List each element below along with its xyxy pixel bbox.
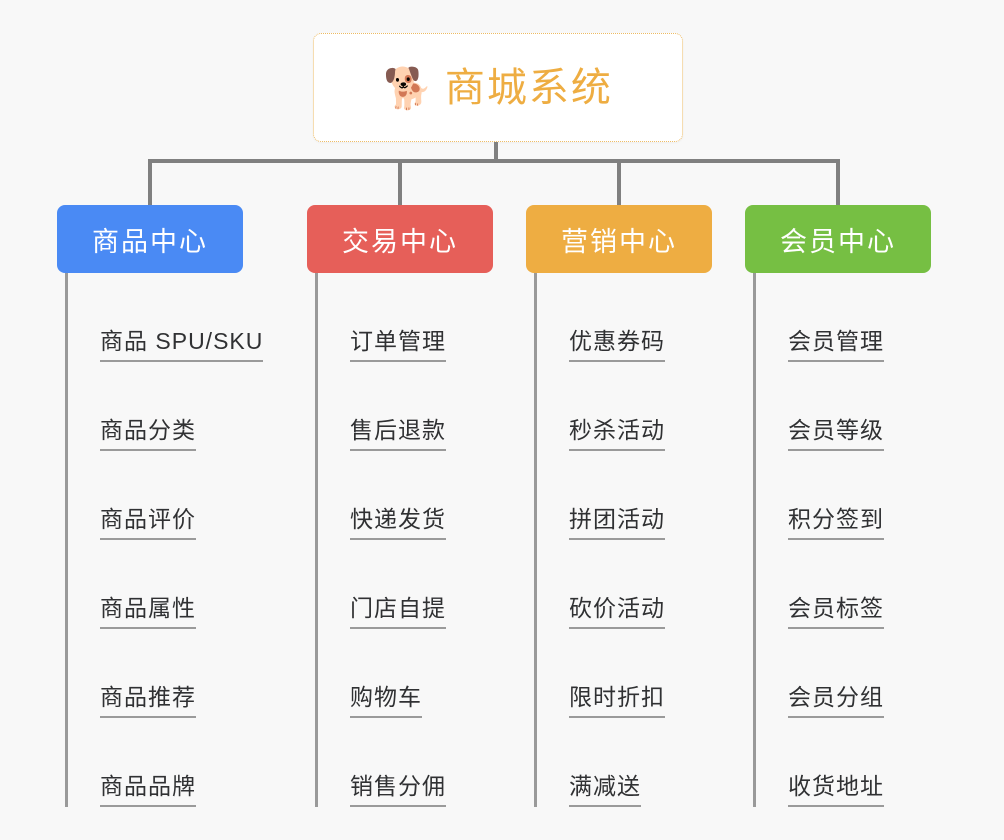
list-item[interactable]: 限时折扣 — [537, 629, 712, 718]
category-header-label-4: 会员中心 — [780, 226, 896, 257]
list-item[interactable]: 会员分组 — [756, 629, 931, 718]
connector-drop-3 — [617, 159, 621, 205]
leaf-label: 秒杀活动 — [569, 417, 665, 451]
list-item[interactable]: 砍价活动 — [537, 540, 712, 629]
leaf-label: 拼团活动 — [569, 506, 665, 540]
list-item[interactable]: 会员等级 — [756, 362, 931, 451]
category-column-1: 商品中心 商品 SPU/SKU 商品分类 商品评价 商品属性 商品推荐 商品品牌 — [57, 205, 264, 807]
list-item[interactable]: 销售分佣 — [318, 718, 493, 807]
leaf-label: 限时折扣 — [569, 684, 665, 718]
leaf-list-4: 会员管理 会员等级 积分签到 会员标签 会员分组 收货地址 — [753, 273, 931, 807]
list-item[interactable]: 商品属性 — [68, 540, 243, 629]
root-node[interactable]: 🐕 商城系统 — [313, 33, 683, 142]
list-item[interactable]: 商品 SPU/SKU — [68, 273, 264, 362]
leaf-label: 购物车 — [350, 684, 422, 718]
leaf-label: 商品属性 — [100, 595, 196, 629]
leaf-label: 销售分佣 — [350, 773, 446, 807]
leaf-label: 会员管理 — [788, 328, 884, 362]
list-item[interactable]: 商品推荐 — [68, 629, 243, 718]
category-header-3[interactable]: 营销中心 — [526, 205, 712, 273]
leaf-label: 砍价活动 — [569, 595, 665, 629]
leaf-label: 商品 SPU/SKU — [100, 328, 264, 362]
shiba-dog-face-icon: 🐕 — [383, 66, 433, 111]
list-item[interactable]: 商品品牌 — [68, 718, 243, 807]
category-header-label-2: 交易中心 — [342, 226, 458, 257]
list-item[interactable]: 门店自提 — [318, 540, 493, 629]
leaf-label: 商品推荐 — [100, 684, 196, 718]
leaf-label: 会员等级 — [788, 417, 884, 451]
category-column-2: 交易中心 订单管理 售后退款 快递发货 门店自提 购物车 销售分佣 — [307, 205, 493, 807]
leaf-label: 售后退款 — [350, 417, 446, 451]
list-item[interactable]: 商品评价 — [68, 451, 243, 540]
category-header-label-1: 商品中心 — [92, 226, 208, 257]
list-item[interactable]: 快递发货 — [318, 451, 493, 540]
list-item[interactable]: 优惠券码 — [537, 273, 712, 362]
list-item[interactable]: 会员标签 — [756, 540, 931, 629]
list-item[interactable]: 会员管理 — [756, 273, 931, 362]
list-item[interactable]: 积分签到 — [756, 451, 931, 540]
connector-horizontal-bus — [148, 159, 840, 163]
list-item[interactable]: 收货地址 — [756, 718, 931, 807]
leaf-label: 会员标签 — [788, 595, 884, 629]
list-item[interactable]: 秒杀活动 — [537, 362, 712, 451]
list-item[interactable]: 售后退款 — [318, 362, 493, 451]
leaf-label: 订单管理 — [350, 328, 446, 362]
leaf-label: 商品品牌 — [100, 773, 196, 807]
list-item[interactable]: 购物车 — [318, 629, 493, 718]
leaf-label: 满减送 — [569, 773, 641, 807]
connector-drop-2 — [398, 159, 402, 205]
leaf-label: 收货地址 — [788, 773, 884, 807]
leaf-label: 积分签到 — [788, 506, 884, 540]
category-column-3: 营销中心 优惠券码 秒杀活动 拼团活动 砍价活动 限时折扣 满减送 — [526, 205, 712, 807]
leaf-label: 优惠券码 — [569, 328, 665, 362]
list-item[interactable]: 订单管理 — [318, 273, 493, 362]
leaf-label: 商品评价 — [100, 506, 196, 540]
category-column-4: 会员中心 会员管理 会员等级 积分签到 会员标签 会员分组 收货地址 — [745, 205, 931, 807]
leaf-list-1: 商品 SPU/SKU 商品分类 商品评价 商品属性 商品推荐 商品品牌 — [65, 273, 264, 807]
root-title: 商城系统 — [444, 65, 613, 110]
leaf-list-3: 优惠券码 秒杀活动 拼团活动 砍价活动 限时折扣 满减送 — [534, 273, 712, 807]
category-header-2[interactable]: 交易中心 — [307, 205, 493, 273]
leaf-list-2: 订单管理 售后退款 快递发货 门店自提 购物车 销售分佣 — [315, 273, 493, 807]
category-header-label-3: 营销中心 — [561, 226, 677, 257]
list-item[interactable]: 拼团活动 — [537, 451, 712, 540]
leaf-label: 会员分组 — [788, 684, 884, 718]
leaf-label: 快递发货 — [350, 506, 446, 540]
list-item[interactable]: 商品分类 — [68, 362, 243, 451]
leaf-label: 商品分类 — [100, 417, 196, 451]
category-header-4[interactable]: 会员中心 — [745, 205, 931, 273]
list-item[interactable]: 满减送 — [537, 718, 712, 807]
leaf-label: 门店自提 — [350, 595, 446, 629]
connector-drop-4 — [836, 159, 840, 205]
connector-drop-1 — [148, 159, 152, 205]
connector-root-stem — [494, 142, 498, 163]
category-header-1[interactable]: 商品中心 — [57, 205, 243, 273]
